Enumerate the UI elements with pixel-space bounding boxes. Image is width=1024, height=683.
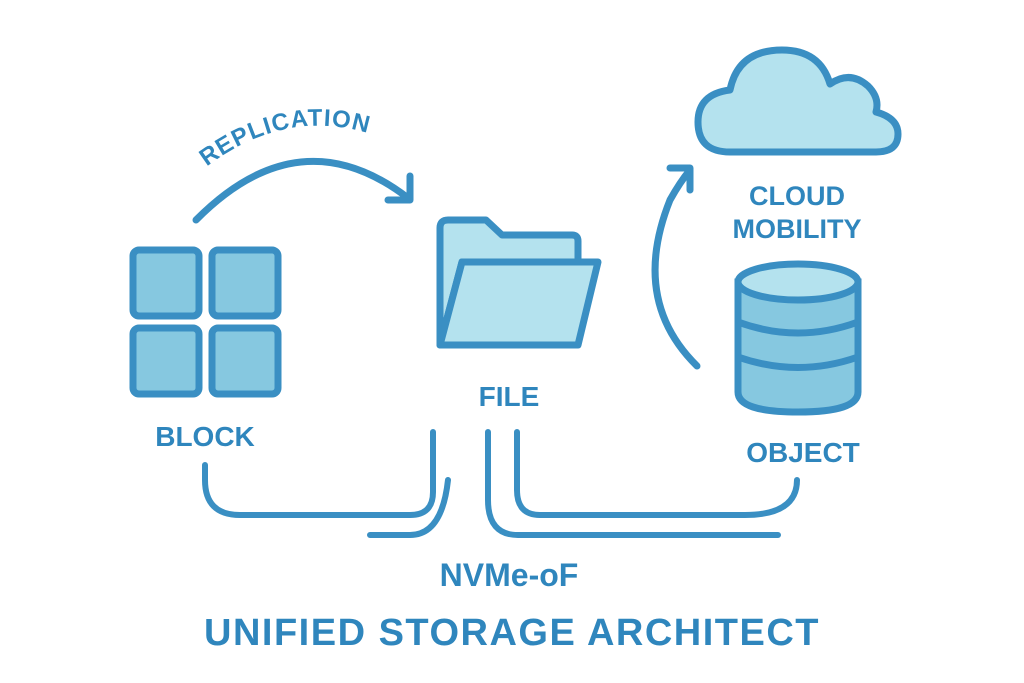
database-icon [734,260,862,416]
folder-icon [436,216,602,349]
replication-arrow [192,158,414,224]
block-label: BLOCK [155,421,255,452]
nvme-fabric-lines [202,429,800,538]
nvme-label: NVMe-oF [440,557,579,593]
cloud-label-line2: MOBILITY [733,214,862,244]
diagram-title: UNIFIED STORAGE ARCHITECT [204,612,820,654]
cloud-label-line1: CLOUD [749,181,845,211]
file-label: FILE [479,381,540,412]
block-grid-icon [129,246,282,398]
object-label: OBJECT [746,437,860,468]
cloud-icon [694,46,902,156]
cloud-mobility-arrow [651,164,701,370]
